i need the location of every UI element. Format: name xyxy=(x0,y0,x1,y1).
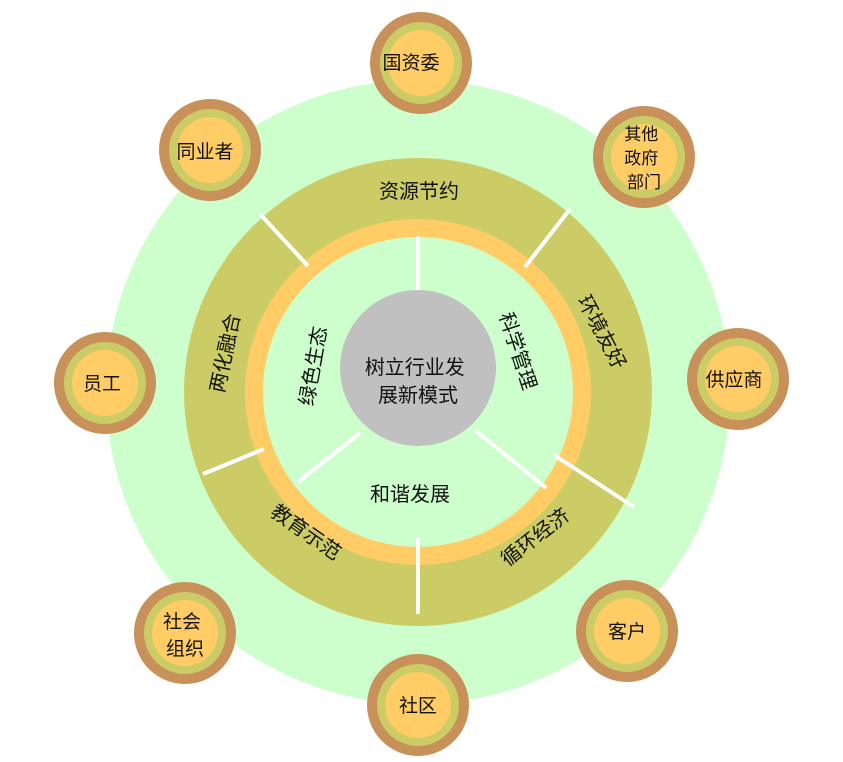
stakeholder-label-line: 组织 xyxy=(166,638,204,660)
inner-divider xyxy=(296,431,362,484)
outer-divider xyxy=(202,447,265,476)
stakeholder-label: 社会 组织 xyxy=(163,611,207,660)
stakeholder-node: 客户 xyxy=(576,580,678,682)
inner-segment-label: 和谐发展 xyxy=(370,482,450,506)
stakeholder-label-line: 政府 xyxy=(624,149,658,169)
stakeholder-label: 国资委 xyxy=(382,52,439,74)
node-core xyxy=(594,598,660,664)
stakeholder-node: 社区 xyxy=(367,654,469,756)
stakeholder-label: 其他 政府 部门 xyxy=(624,125,663,193)
stakeholder-nodes: 国资委 其他 政府 部门 供应商 客户 xyxy=(54,12,789,756)
stakeholder-label-line: 同业者 xyxy=(176,141,233,163)
stakeholder-label: 供应商 xyxy=(705,369,762,391)
stakeholder-node: 供应商 xyxy=(687,328,789,430)
node-core xyxy=(388,30,454,96)
center-circle xyxy=(340,290,496,446)
outer-divider xyxy=(523,207,572,269)
center-label-line: 树立行业发 xyxy=(365,355,465,379)
node-core xyxy=(152,600,218,666)
stakeholder-label-line: 客户 xyxy=(608,621,646,643)
node-core xyxy=(705,346,771,412)
stakeholder-label-line: 社会 xyxy=(163,611,201,633)
stakeholder-node: 国资委 xyxy=(370,12,472,114)
stakeholder-label: 同业者 xyxy=(176,141,233,163)
center-label: 树立行业发 展新模式 xyxy=(365,355,471,407)
stakeholder-label: 社区 xyxy=(399,695,437,717)
stakeholder-label-line: 国资委 xyxy=(382,52,439,74)
stakeholder-label-line: 部门 xyxy=(627,173,661,193)
divider-lines xyxy=(202,207,636,614)
node-core xyxy=(385,672,451,738)
center-label-line: 展新模式 xyxy=(378,383,458,407)
stakeholder-label: 客户 xyxy=(608,621,646,643)
stakeholder-label-line: 供应商 xyxy=(705,369,762,391)
stakeholder-label-line: 其他 xyxy=(624,125,658,145)
stakeholder-label: 员工 xyxy=(83,373,121,395)
node-core xyxy=(611,124,677,190)
stakeholder-node: 员工 xyxy=(54,332,156,434)
outer-segment-label: 资源节约 xyxy=(379,179,459,203)
stakeholder-label-line: 社区 xyxy=(399,695,437,717)
stakeholder-node: 社会 组织 xyxy=(134,582,236,684)
stakeholder-node: 其他 政府 部门 xyxy=(593,106,695,208)
node-core xyxy=(177,117,243,183)
stakeholder-node: 同业者 xyxy=(159,99,261,201)
node-core xyxy=(72,350,138,416)
outer-divider xyxy=(552,453,636,509)
stakeholder-label-line: 员工 xyxy=(83,373,121,395)
outer-divider xyxy=(258,212,310,268)
inner-divider xyxy=(473,428,548,490)
